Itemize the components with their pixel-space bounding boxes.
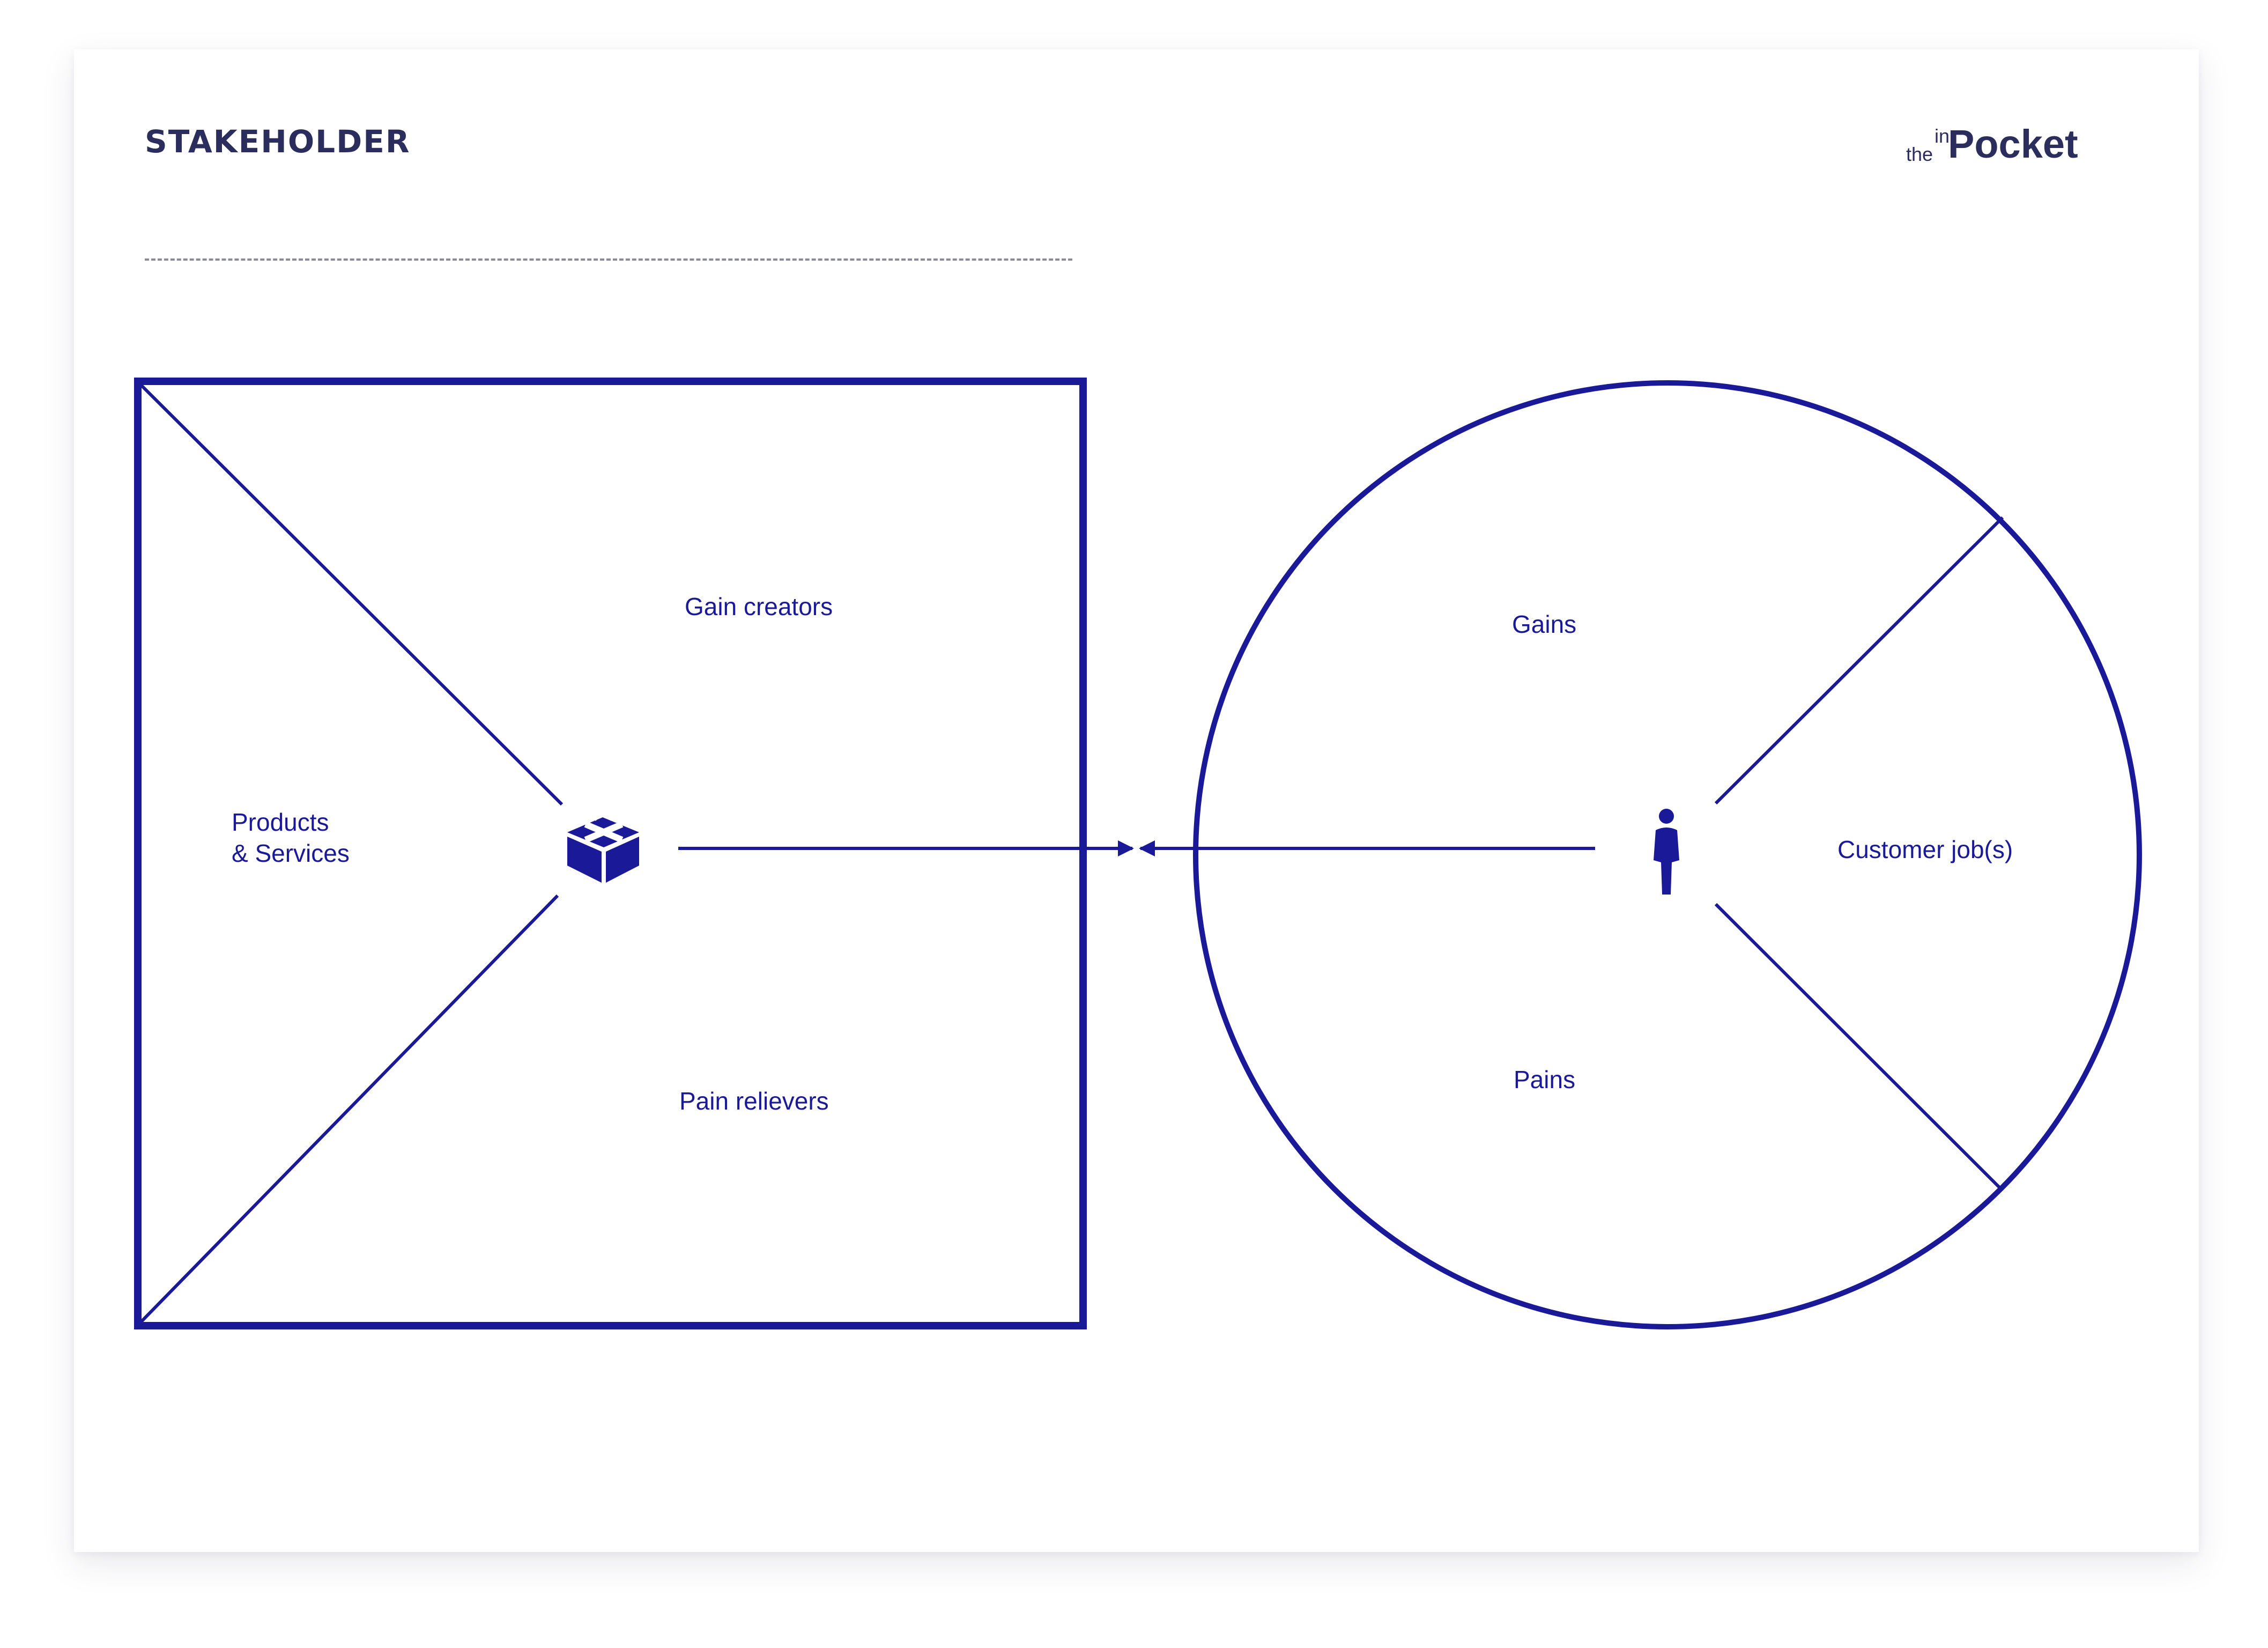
gain-creators-label: Gain creators [685,593,833,620]
stakeholder-name-line [145,258,1072,261]
value-map-upper-diagonal [138,382,564,806]
page-title: STAKEHOLDER [145,123,411,160]
logo-in-text: in [1935,125,1950,147]
pains-label: Pains [1514,1066,1576,1093]
customer-profile-upper-divider [1714,516,2004,805]
customer-profile-circle [1193,380,2142,1329]
person-icon [1654,809,1679,895]
gains-label: Gains [1512,610,1577,638]
logo-the-text: the [1906,143,1933,165]
template-sheet [74,49,2199,1552]
logo-pocket-text: Pocket [1948,122,2078,166]
gift-box-icon [567,812,639,883]
brand-logo: in the Pocket [1906,122,2083,171]
products-services-label: Products & Services [232,808,350,867]
value-map-square [134,378,1087,1329]
customer-jobs-label: Customer job(s) [1837,836,2013,863]
customer-profile-lower-divider [1714,903,2004,1192]
value-map-lower-diagonal [138,894,559,1325]
pain-relievers-label: Pain relievers [679,1087,829,1115]
